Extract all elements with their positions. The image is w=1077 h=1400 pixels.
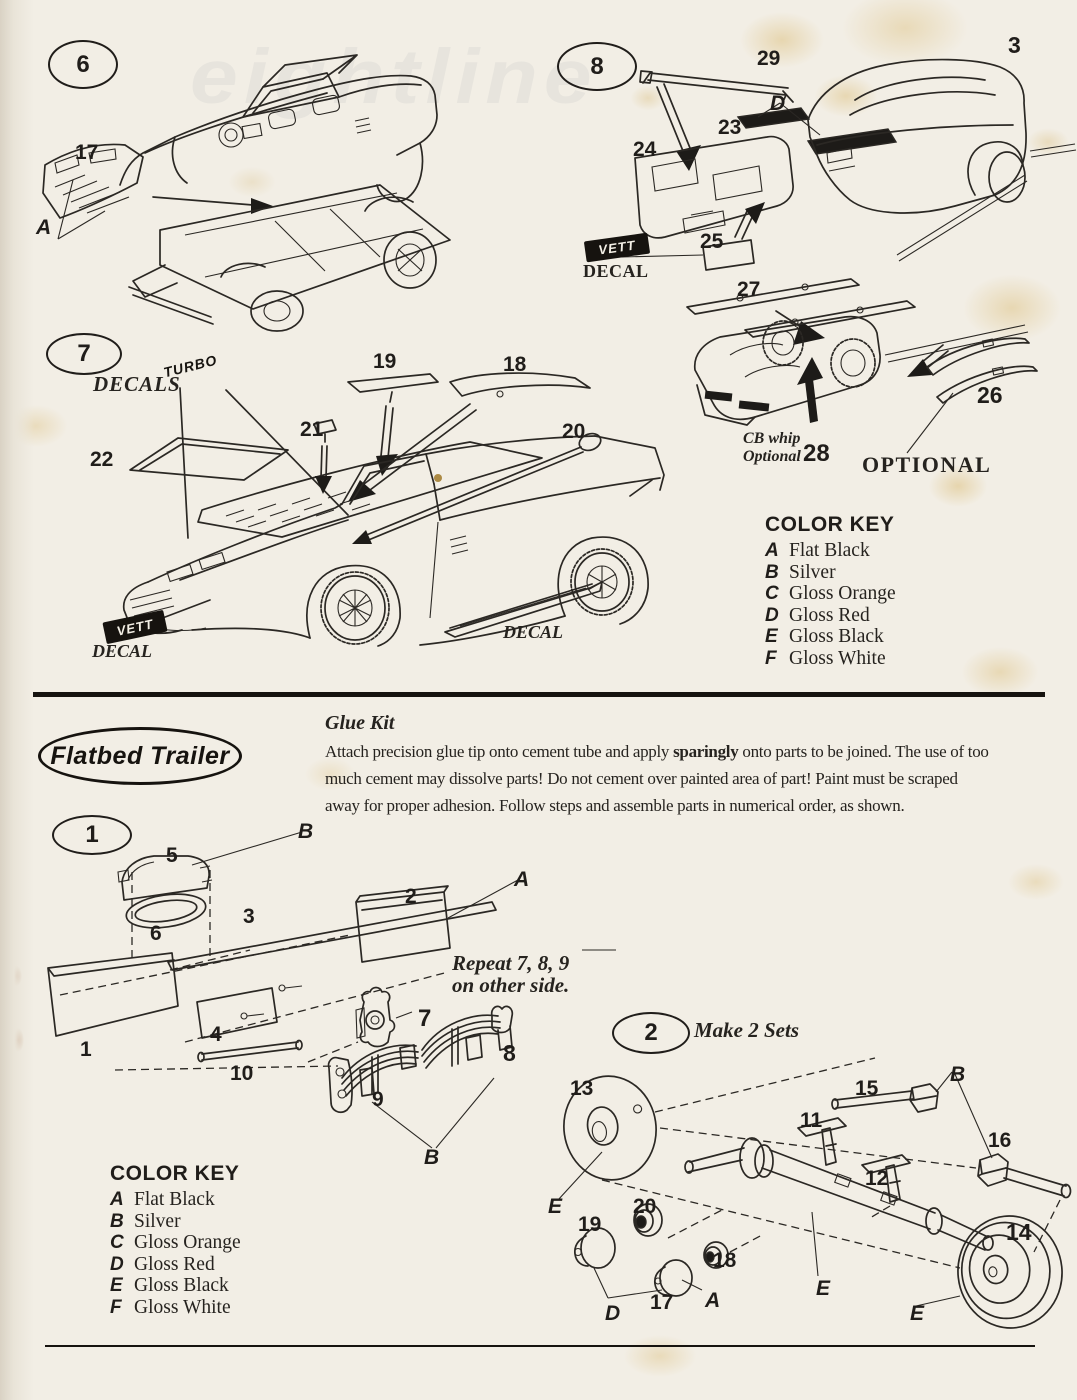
color-callout-B-top: B bbox=[298, 820, 314, 843]
part-label-19: 19 bbox=[373, 350, 397, 373]
part-label-21: 21 bbox=[300, 418, 324, 441]
part-label-29: 29 bbox=[757, 47, 781, 70]
decal-label-side: DECAL bbox=[503, 622, 564, 642]
part-label-23: 23 bbox=[718, 116, 742, 139]
glue-kit-line1: Attach precision glue tip onto cement tu… bbox=[325, 742, 989, 761]
part-label-17: 17 bbox=[650, 1291, 674, 1314]
section-divider-rule bbox=[33, 692, 1045, 697]
glue-kit-line2: much cement may dissolve parts! Do not c… bbox=[325, 769, 958, 788]
optional-label: OPTIONAL bbox=[862, 452, 992, 477]
glue-kit-heading: Glue Kit bbox=[325, 712, 395, 734]
part-label-13: 13 bbox=[570, 1077, 594, 1100]
glue-kit-line3: away for proper adhesion. Follow steps a… bbox=[325, 796, 905, 815]
color-callout-B-step2: B bbox=[950, 1063, 966, 1086]
repeat-note: Repeat 7, 8, 9 on other side. bbox=[452, 951, 570, 997]
part-label-16: 16 bbox=[988, 1129, 1012, 1152]
part-label-1: 1 bbox=[80, 1038, 92, 1061]
part-label-9: 9 bbox=[372, 1088, 384, 1111]
part-label-12: 12 bbox=[865, 1167, 889, 1190]
step7-illustration bbox=[122, 372, 665, 647]
part-label-27: 27 bbox=[737, 278, 761, 301]
color-callout-A: A bbox=[36, 216, 52, 239]
step1-badge: 1 bbox=[52, 815, 132, 855]
decals-heading: DECALS bbox=[93, 372, 181, 396]
step6-badge: 6 bbox=[48, 40, 118, 89]
part-label-5: 5 bbox=[166, 844, 178, 867]
step2-badge: 2 bbox=[612, 1012, 690, 1054]
step7-badge: 7 bbox=[46, 333, 122, 375]
step6-illustration bbox=[42, 54, 451, 332]
part-label-6: 6 bbox=[150, 922, 162, 945]
color-callout-D: D bbox=[770, 92, 786, 115]
step8-illustration bbox=[620, 58, 1077, 454]
part-label-28: 28 bbox=[803, 440, 830, 467]
part-label-20: 20 bbox=[562, 420, 586, 443]
part-label-8: 8 bbox=[503, 1040, 516, 1066]
step1-illustration bbox=[47, 831, 616, 1149]
part-label-7: 7 bbox=[418, 1005, 432, 1032]
part-label-4: 4 bbox=[210, 1023, 222, 1046]
part-label-18: 18 bbox=[503, 353, 527, 376]
step2-illustration bbox=[557, 1057, 1072, 1329]
part-label-25: 25 bbox=[700, 230, 724, 253]
flatbed-trailer-title-oval: Flatbed Trailer bbox=[38, 727, 242, 785]
flatbed-trailer-title: Flatbed Trailer bbox=[50, 741, 230, 770]
color-callout-D-step2: D bbox=[605, 1302, 621, 1325]
cb-whip-note: CB whip Optional bbox=[743, 430, 801, 465]
make-2-sets-note: Make 2 Sets bbox=[694, 1018, 799, 1042]
part-label-17: 17 bbox=[75, 141, 99, 164]
bottom-rule bbox=[45, 1345, 1035, 1347]
part-label-10: 10 bbox=[230, 1062, 254, 1085]
color-key-title: COLOR KEY bbox=[110, 1162, 240, 1185]
part-label-24: 24 bbox=[633, 138, 657, 161]
part-label-20: 20 bbox=[633, 1195, 657, 1218]
color-callout-E-axle: E bbox=[816, 1277, 831, 1300]
part-label-26: 26 bbox=[977, 382, 1003, 408]
part-label-14: 14 bbox=[1006, 1219, 1032, 1245]
page-number: 3 bbox=[1008, 32, 1021, 58]
decal-label-step8: DECAL bbox=[583, 261, 649, 281]
part-label-22: 22 bbox=[90, 448, 114, 471]
color-callout-E-hub: E bbox=[548, 1195, 563, 1218]
part-label-15: 15 bbox=[855, 1077, 879, 1100]
part-label-3: 3 bbox=[243, 905, 255, 928]
step8-badge: 8 bbox=[557, 42, 637, 91]
part-label-2: 2 bbox=[405, 885, 417, 908]
color-callout-A-step2: A bbox=[705, 1289, 721, 1312]
color-key-title: COLOR KEY bbox=[765, 513, 895, 536]
color-callout-E-wheel: E bbox=[910, 1302, 925, 1325]
part-label-19: 19 bbox=[578, 1213, 602, 1236]
color-callout-A-step1: A bbox=[514, 868, 530, 891]
glue-kit-paragraph: Attach precision glue tip onto cement tu… bbox=[325, 738, 989, 819]
color-callout-B-bottom: B bbox=[424, 1146, 440, 1169]
part-label-11: 11 bbox=[800, 1109, 823, 1132]
decal-label-front: DECAL bbox=[92, 641, 153, 661]
part-label-18: 18 bbox=[713, 1249, 737, 1272]
